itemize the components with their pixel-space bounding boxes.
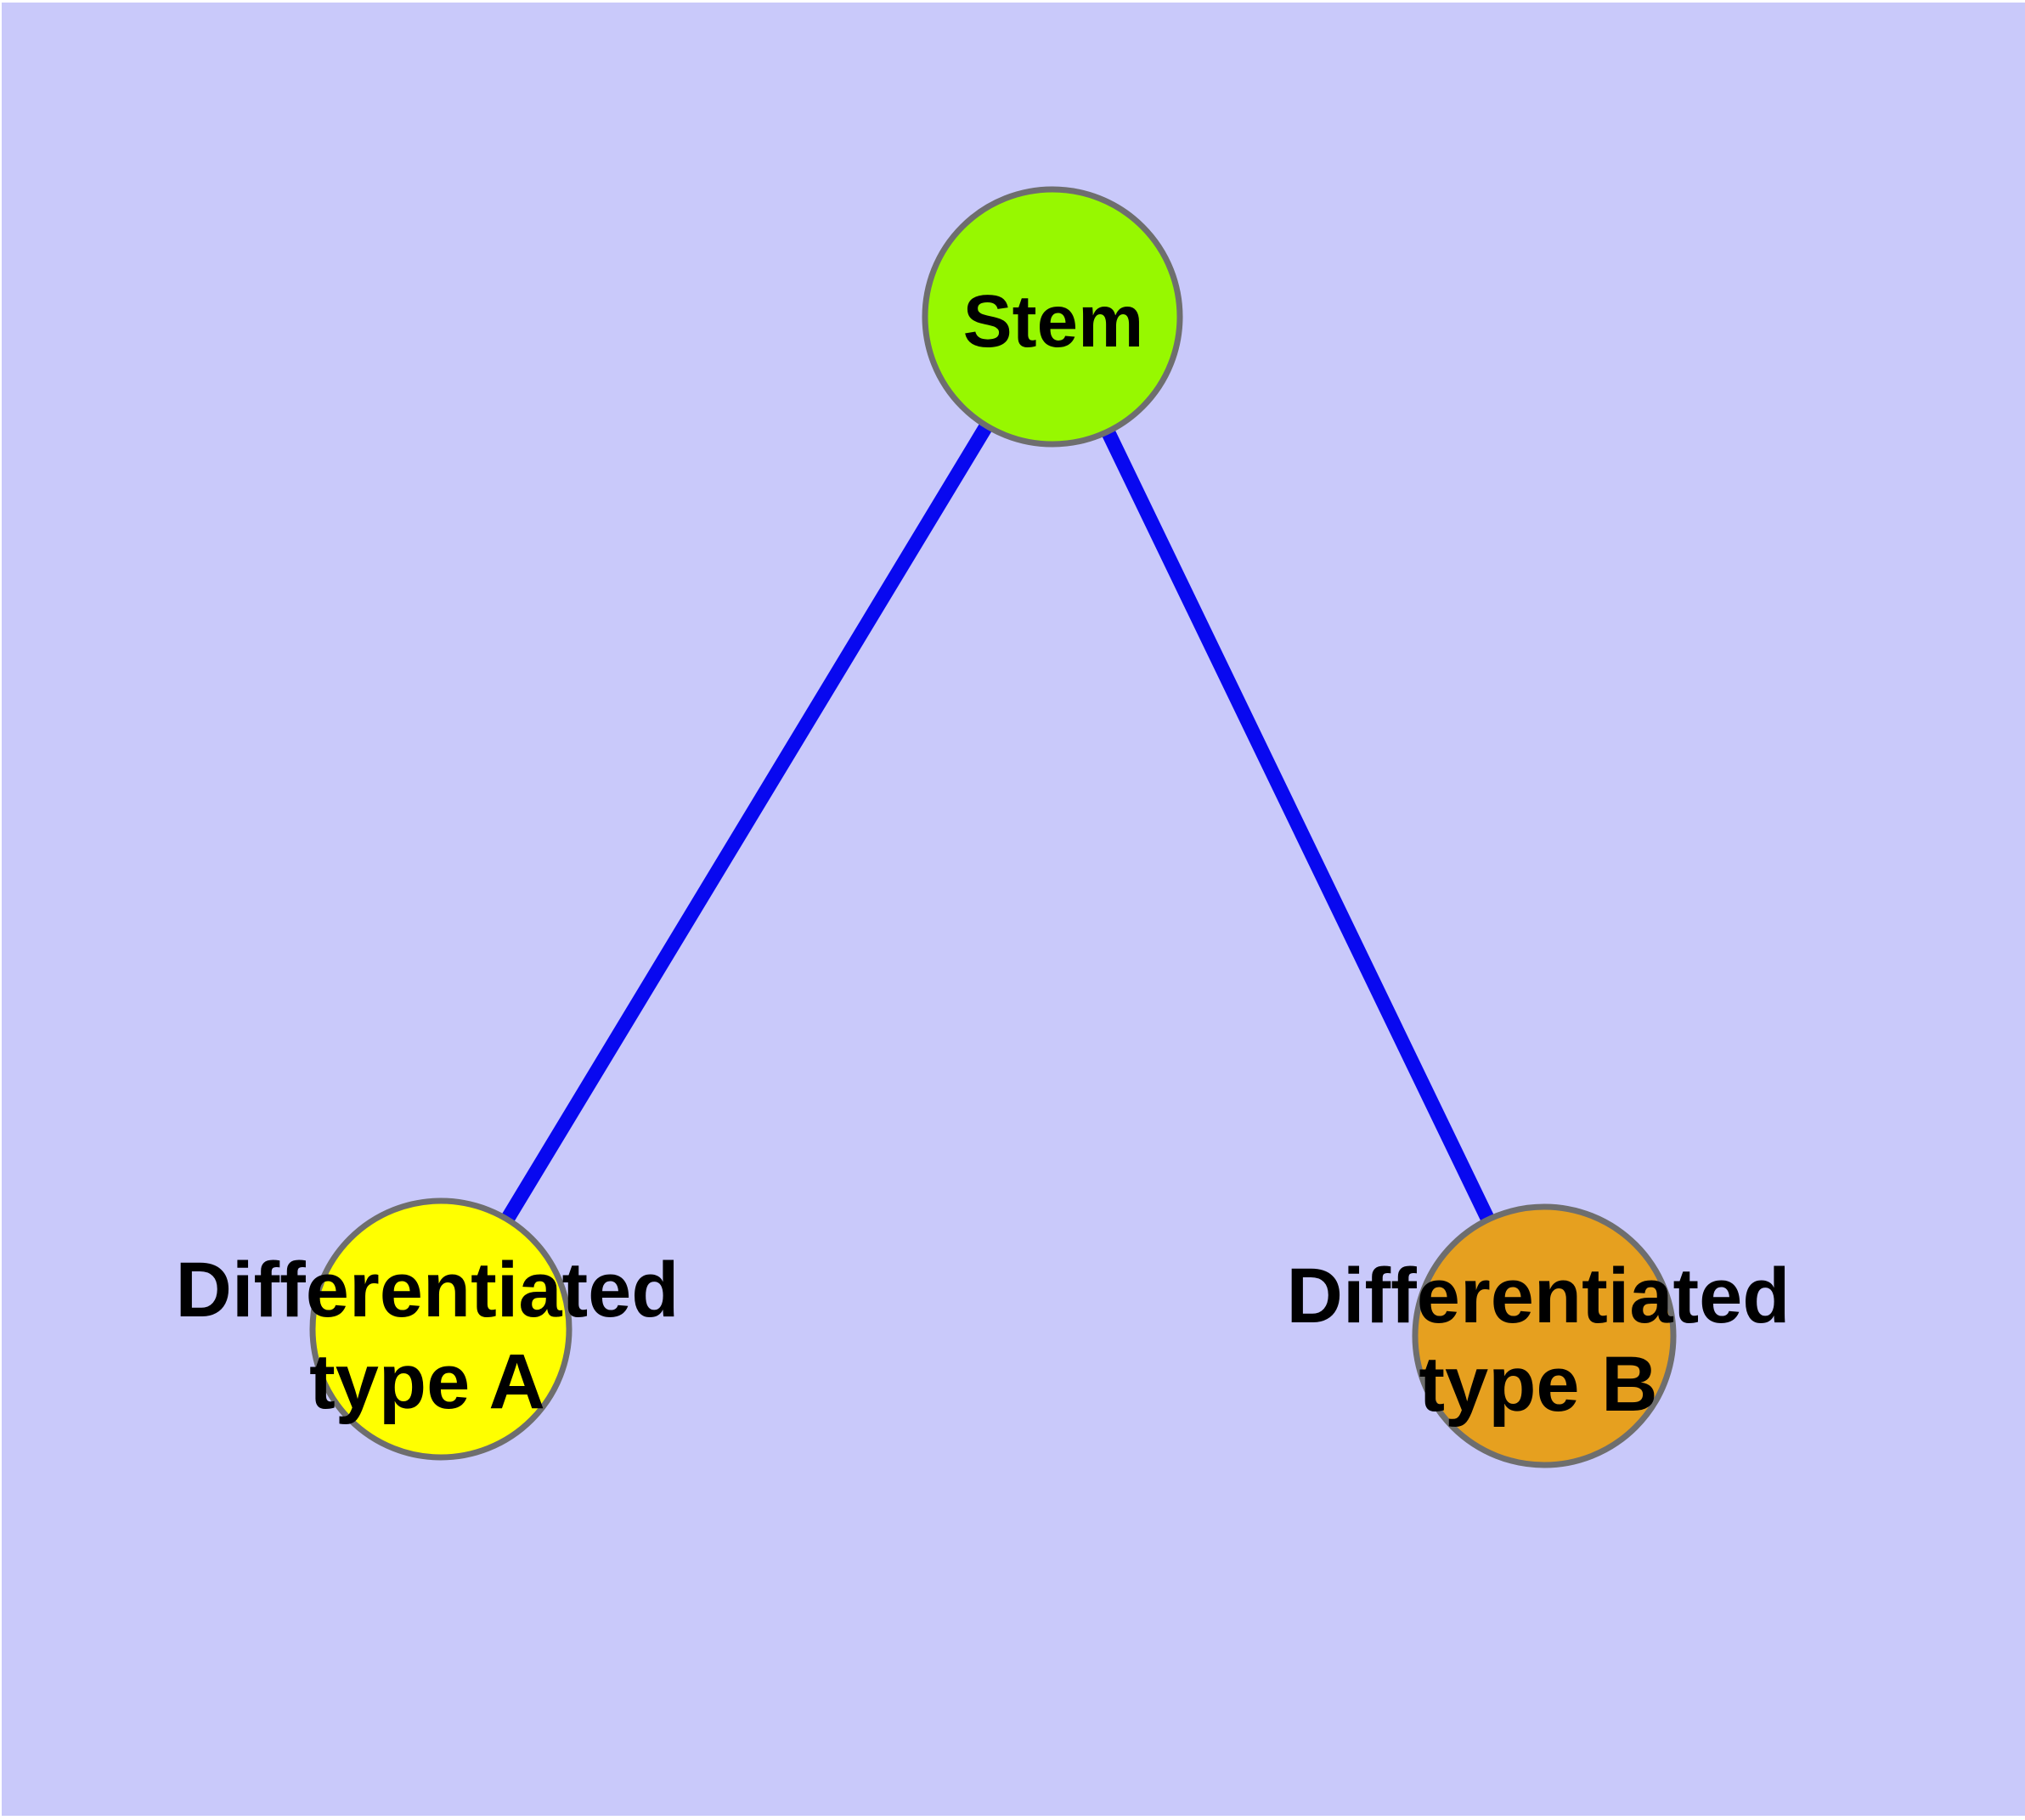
- node-type-a[interactable]: [309, 1197, 573, 1461]
- node-type-a-label-line-2: type A: [309, 1338, 545, 1425]
- edge-stem-to-type-a[interactable]: [434, 313, 1059, 1333]
- node-stem[interactable]: [922, 186, 1183, 448]
- node-type-b-label-line-1: Differentiated: [1287, 1253, 1791, 1339]
- edge-stem-to-type-b[interactable]: [1046, 313, 1551, 1339]
- node-type-b-label-line-2: type B: [1419, 1341, 1657, 1428]
- node-stem-label: Stem: [963, 280, 1144, 363]
- node-type-b[interactable]: [1412, 1203, 1677, 1468]
- node-type-a-label-line-1: Differentiated: [176, 1247, 680, 1333]
